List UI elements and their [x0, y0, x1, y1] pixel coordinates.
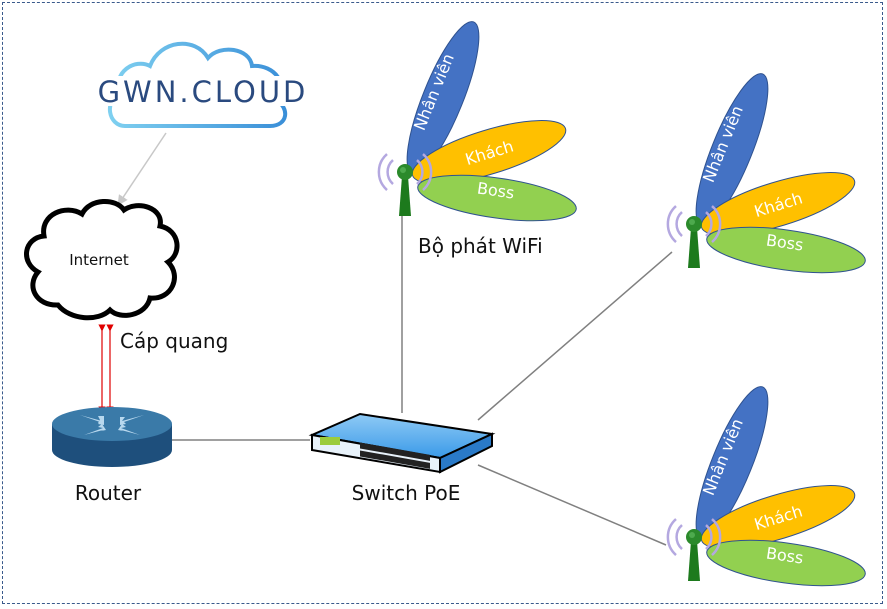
internet-label: Internet: [69, 251, 129, 269]
link-switch-ap3: [477, 464, 667, 546]
router-arrows-icon: [80, 415, 144, 435]
internet-cloud: Internet: [24, 199, 180, 321]
switch-ports: [360, 442, 430, 469]
switch-device: Switch PoE: [308, 412, 496, 505]
access-point-2: Nhân viên Khách Boss: [666, 65, 870, 283]
links: [98, 132, 673, 546]
link-switch-ap2: [477, 251, 673, 421]
access-point-3: Nhân viên Khách Boss: [666, 378, 870, 596]
router-device: Router: [52, 407, 172, 505]
switch-status-leds: [320, 437, 340, 445]
access-point-1: Nhân viên Khách Boss: [377, 13, 581, 231]
internet-cloud-icon: [24, 199, 180, 321]
access-point-label: Bộ phát WiFi: [418, 234, 543, 258]
cloud-service-label: GWN.CLOUD: [98, 75, 309, 109]
gwn-cloud: GWN.CLOUD: [70, 41, 338, 128]
router-label: Router: [75, 481, 142, 505]
switch-label: Switch PoE: [352, 481, 461, 505]
link-cloud-internet: [117, 132, 167, 206]
fiber-label: Cáp quang: [120, 329, 228, 353]
